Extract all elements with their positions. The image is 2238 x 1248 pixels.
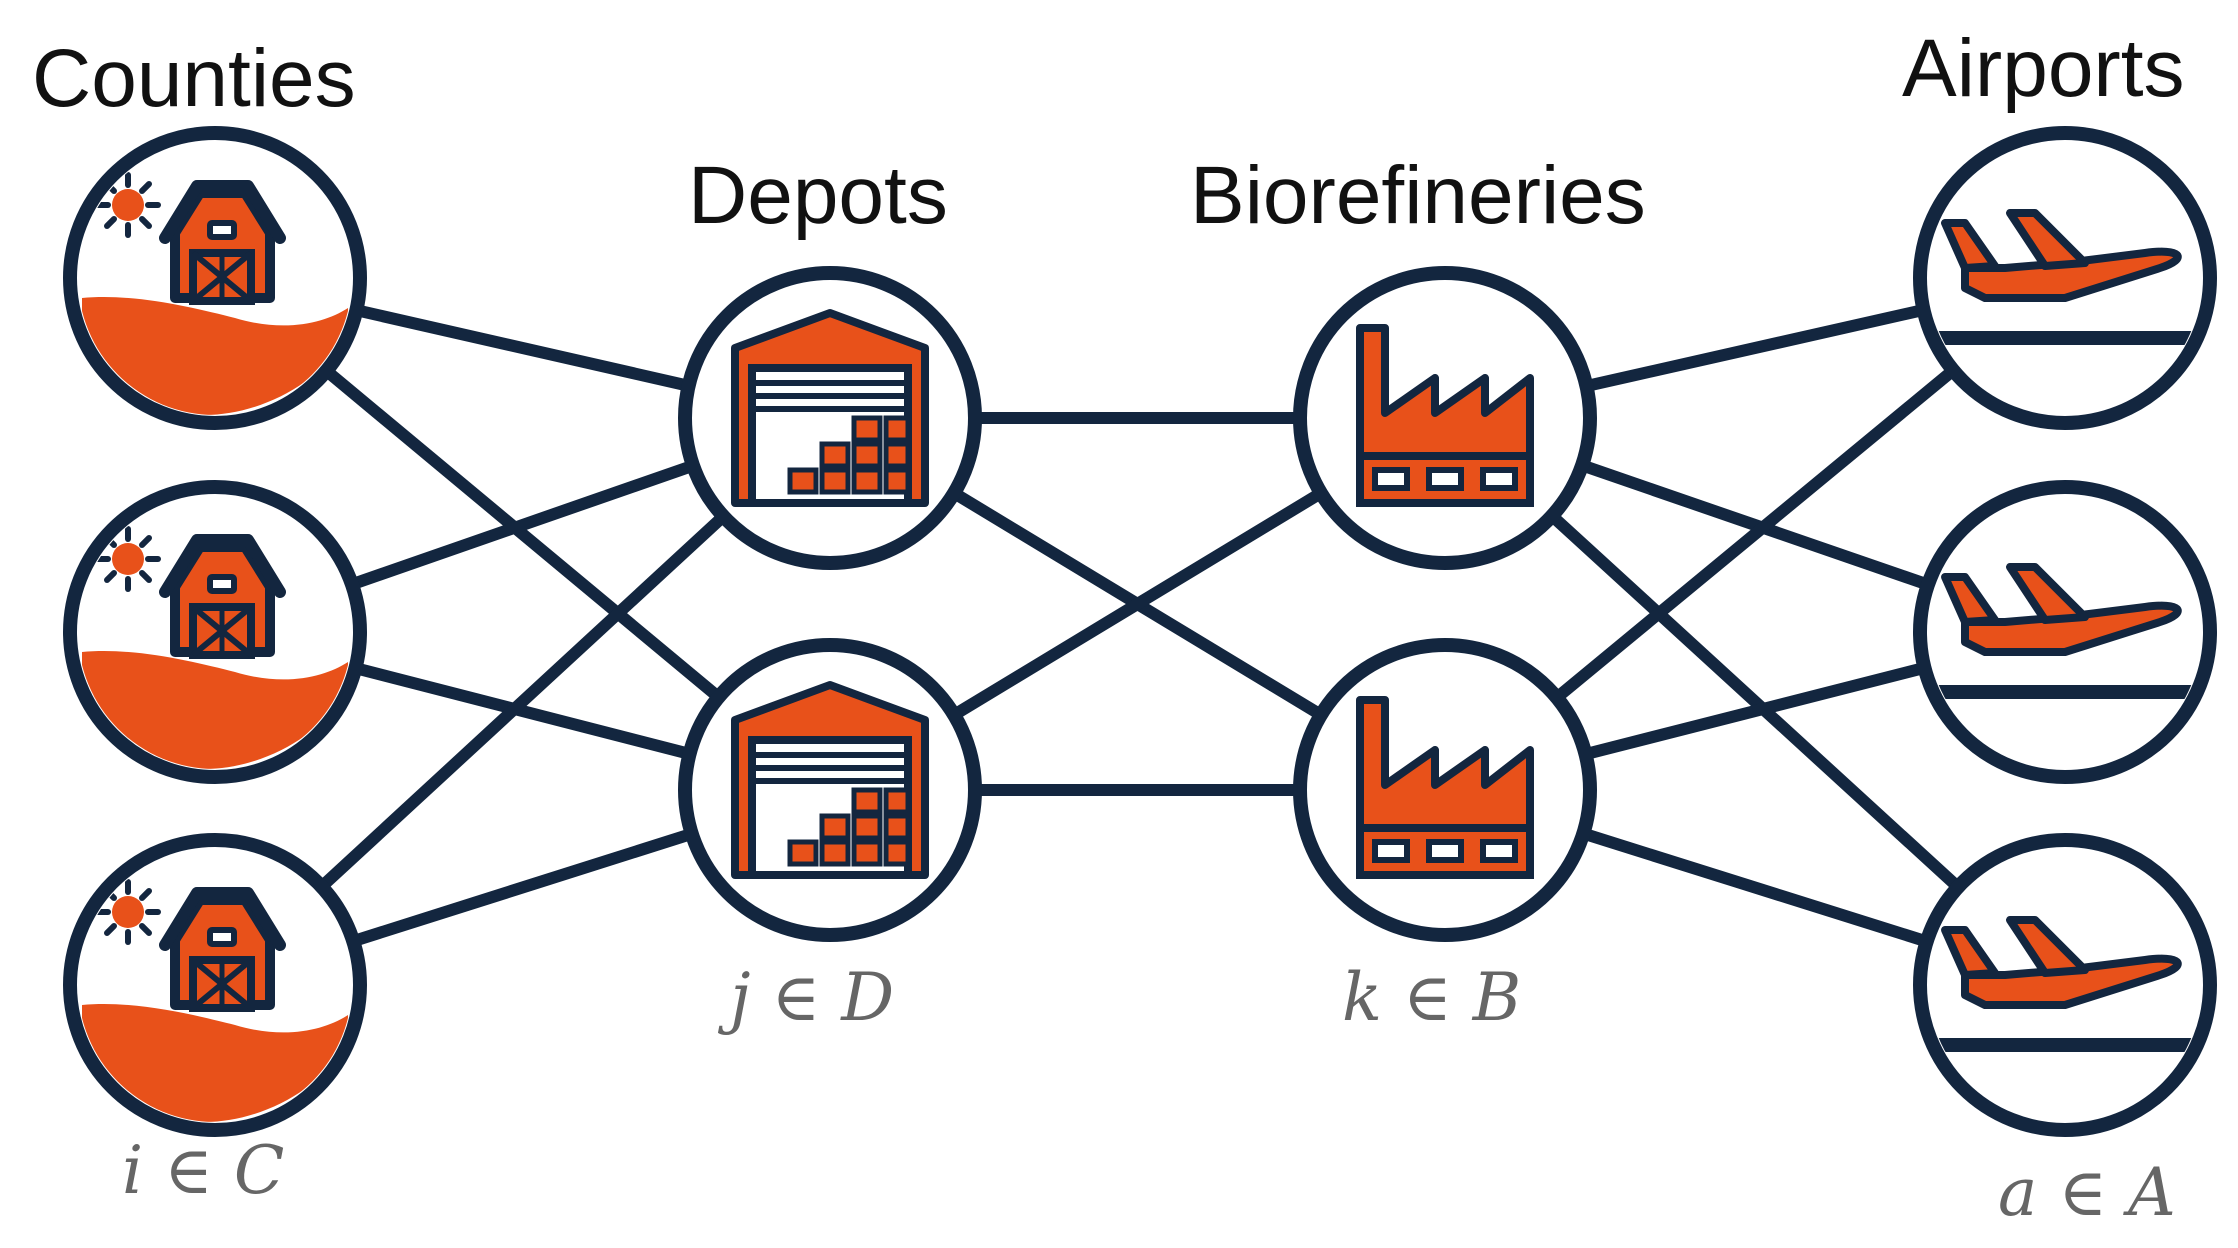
edges-layer	[210, 272, 2070, 991]
tier-title-airports: Airports	[1902, 23, 2185, 114]
warehouse-icon	[735, 313, 925, 503]
node-biorefineries-2	[1293, 638, 1597, 942]
node-depots-1	[678, 266, 982, 570]
index-label-airports: a ∈ A	[1998, 1154, 2176, 1231]
node-depots-2	[678, 638, 982, 942]
index-label-counties: i ∈ C	[122, 1132, 285, 1209]
index-label-depots: j ∈ D	[730, 959, 895, 1036]
node-airports-1	[1913, 126, 2217, 430]
node-counties-1	[63, 126, 367, 430]
tier-title-biorefineries: Biorefineries	[1190, 150, 1646, 241]
node-airports-2	[1913, 480, 2217, 784]
tier-title-counties: Counties	[32, 33, 356, 124]
node-counties-3	[63, 833, 367, 1137]
tier-title-depots: Depots	[688, 150, 948, 241]
nodes-layer	[63, 126, 2217, 1137]
index-label-biorefineries: k ∈ B	[1342, 959, 1522, 1036]
node-counties-2	[63, 480, 367, 784]
warehouse-icon	[735, 685, 925, 875]
node-biorefineries-1	[1293, 266, 1597, 570]
node-airports-3	[1913, 833, 2217, 1137]
